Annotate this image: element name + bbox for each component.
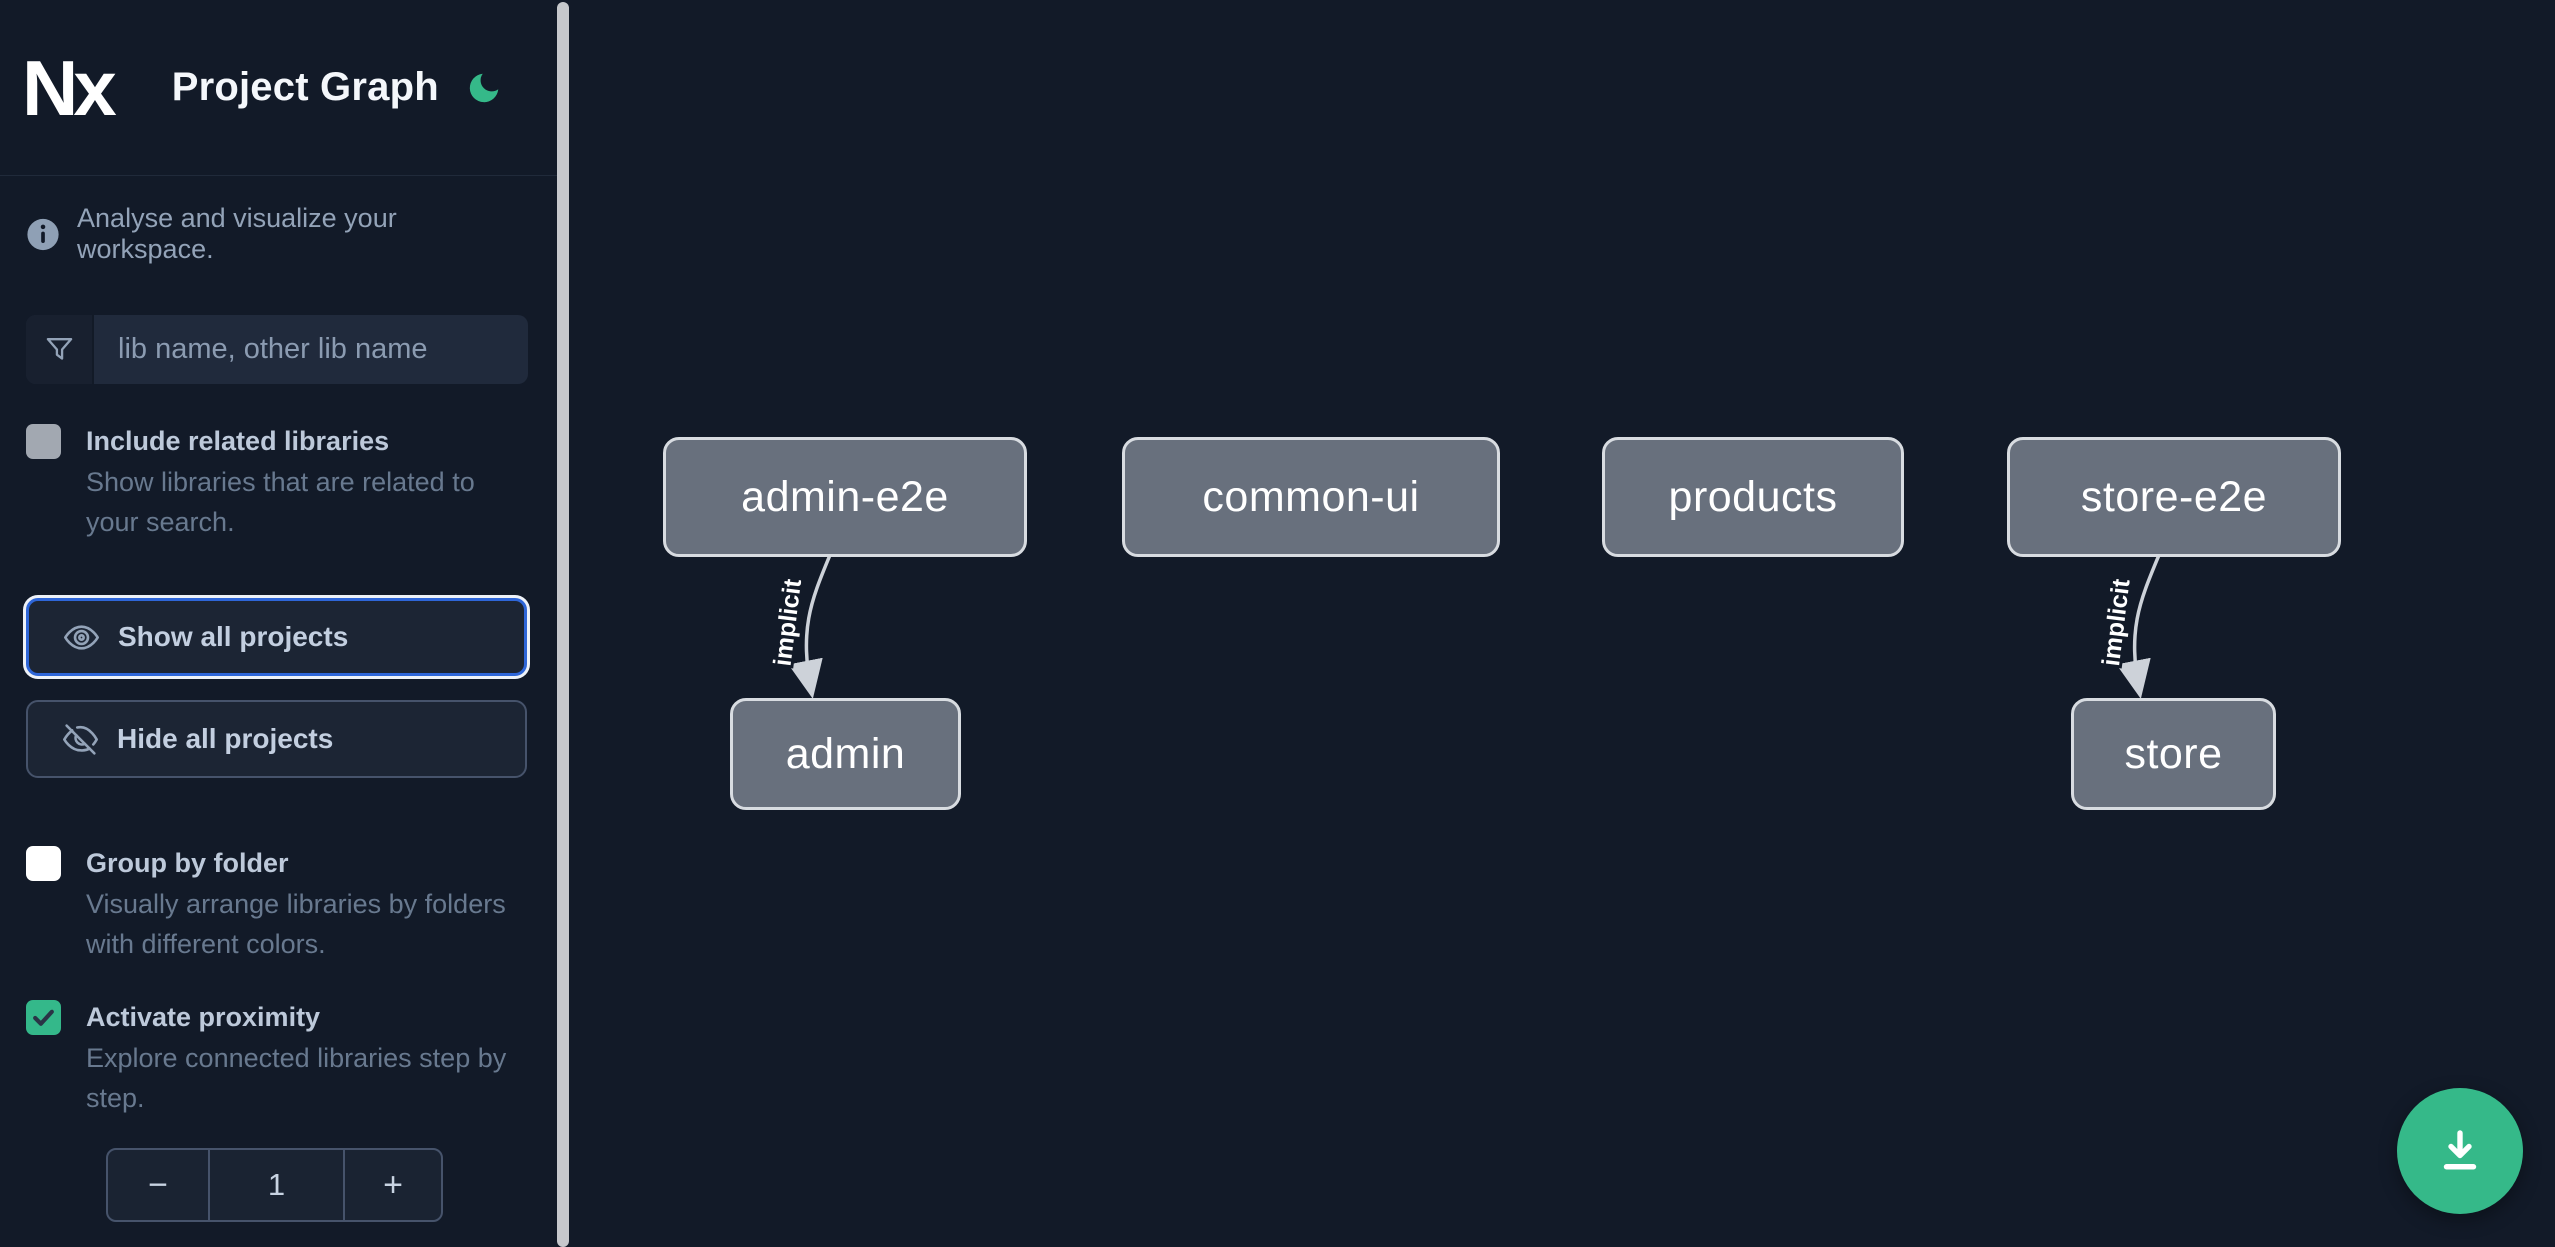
decrement-button[interactable]: − bbox=[108, 1150, 208, 1220]
check-icon bbox=[33, 1009, 54, 1026]
tagline-text: Analyse and visualize your workspace. bbox=[77, 203, 397, 264]
hide-all-projects-button[interactable]: Hide all projects bbox=[26, 700, 527, 778]
sidebar-header: Nx Project Graph bbox=[0, 0, 558, 176]
search-input[interactable] bbox=[94, 315, 528, 384]
eye-icon bbox=[64, 624, 99, 650]
graph-edge-store-e2e-store bbox=[2116, 554, 2161, 699]
edge-label-implicit: implicit bbox=[2097, 577, 2136, 668]
search-filter bbox=[26, 315, 528, 384]
nx-logo: Nx bbox=[22, 43, 117, 132]
download-icon bbox=[2443, 1130, 2477, 1170]
toggle-label: Group by folder bbox=[86, 848, 289, 878]
show-all-label: Show all projects bbox=[118, 621, 349, 652]
graph-node-common-ui[interactable]: common-ui bbox=[1122, 437, 1500, 557]
increment-button[interactable]: + bbox=[345, 1150, 441, 1220]
show-all-projects-button[interactable]: Show all projects bbox=[26, 598, 527, 676]
toggle-description: Show libraries that are related to your … bbox=[86, 467, 475, 537]
eye-off-icon bbox=[63, 723, 98, 755]
toggle-description: Visually arrange libraries by folders wi… bbox=[86, 889, 506, 959]
sidebar-scrollbar bbox=[556, 0, 570, 1247]
graph-node-admin-e2e[interactable]: admin-e2e bbox=[663, 437, 1027, 557]
toggle-group-by-folder: Group by folder Visually arrange librari… bbox=[26, 844, 528, 964]
theme-toggle-button[interactable] bbox=[465, 69, 503, 107]
toggle-include-related: Include related libraries Show libraries… bbox=[26, 422, 528, 542]
stepper-value: 1 bbox=[208, 1150, 345, 1220]
info-icon bbox=[27, 218, 59, 250]
moon-icon bbox=[469, 73, 499, 102]
graph-node-admin[interactable]: admin bbox=[730, 698, 961, 810]
graph-node-store[interactable]: store bbox=[2071, 698, 2276, 810]
graph-node-products[interactable]: products bbox=[1602, 437, 1904, 557]
page-title: Project Graph bbox=[171, 65, 439, 109]
include-related-checkbox[interactable] bbox=[26, 424, 61, 459]
toggle-label: Activate proximity bbox=[86, 1002, 321, 1032]
filter-funnel-icon bbox=[26, 315, 94, 384]
scrollbar-thumb[interactable] bbox=[557, 2, 569, 1247]
tagline-row: Analyse and visualize your workspace. bbox=[26, 203, 528, 265]
download-image-button[interactable] bbox=[2397, 1088, 2523, 1214]
edge-label-implicit: implicit bbox=[769, 577, 808, 668]
group-by-folder-checkbox[interactable] bbox=[26, 846, 61, 881]
toggle-activate-proximity: Activate proximity Explore connected lib… bbox=[26, 998, 528, 1118]
proximity-depth-stepper: − 1 + bbox=[106, 1148, 443, 1222]
activate-proximity-checkbox[interactable] bbox=[26, 1000, 61, 1035]
toggle-label: Include related libraries bbox=[86, 426, 390, 456]
graph-node-store-e2e[interactable]: store-e2e bbox=[2007, 437, 2341, 557]
sidebar: Nx Project Graph Analyse and visualize y… bbox=[0, 0, 558, 1247]
toggle-description: Explore connected libraries step by step… bbox=[86, 1043, 507, 1113]
hide-all-label: Hide all projects bbox=[117, 723, 334, 754]
graph-edge-admin-e2e-admin bbox=[788, 554, 832, 699]
